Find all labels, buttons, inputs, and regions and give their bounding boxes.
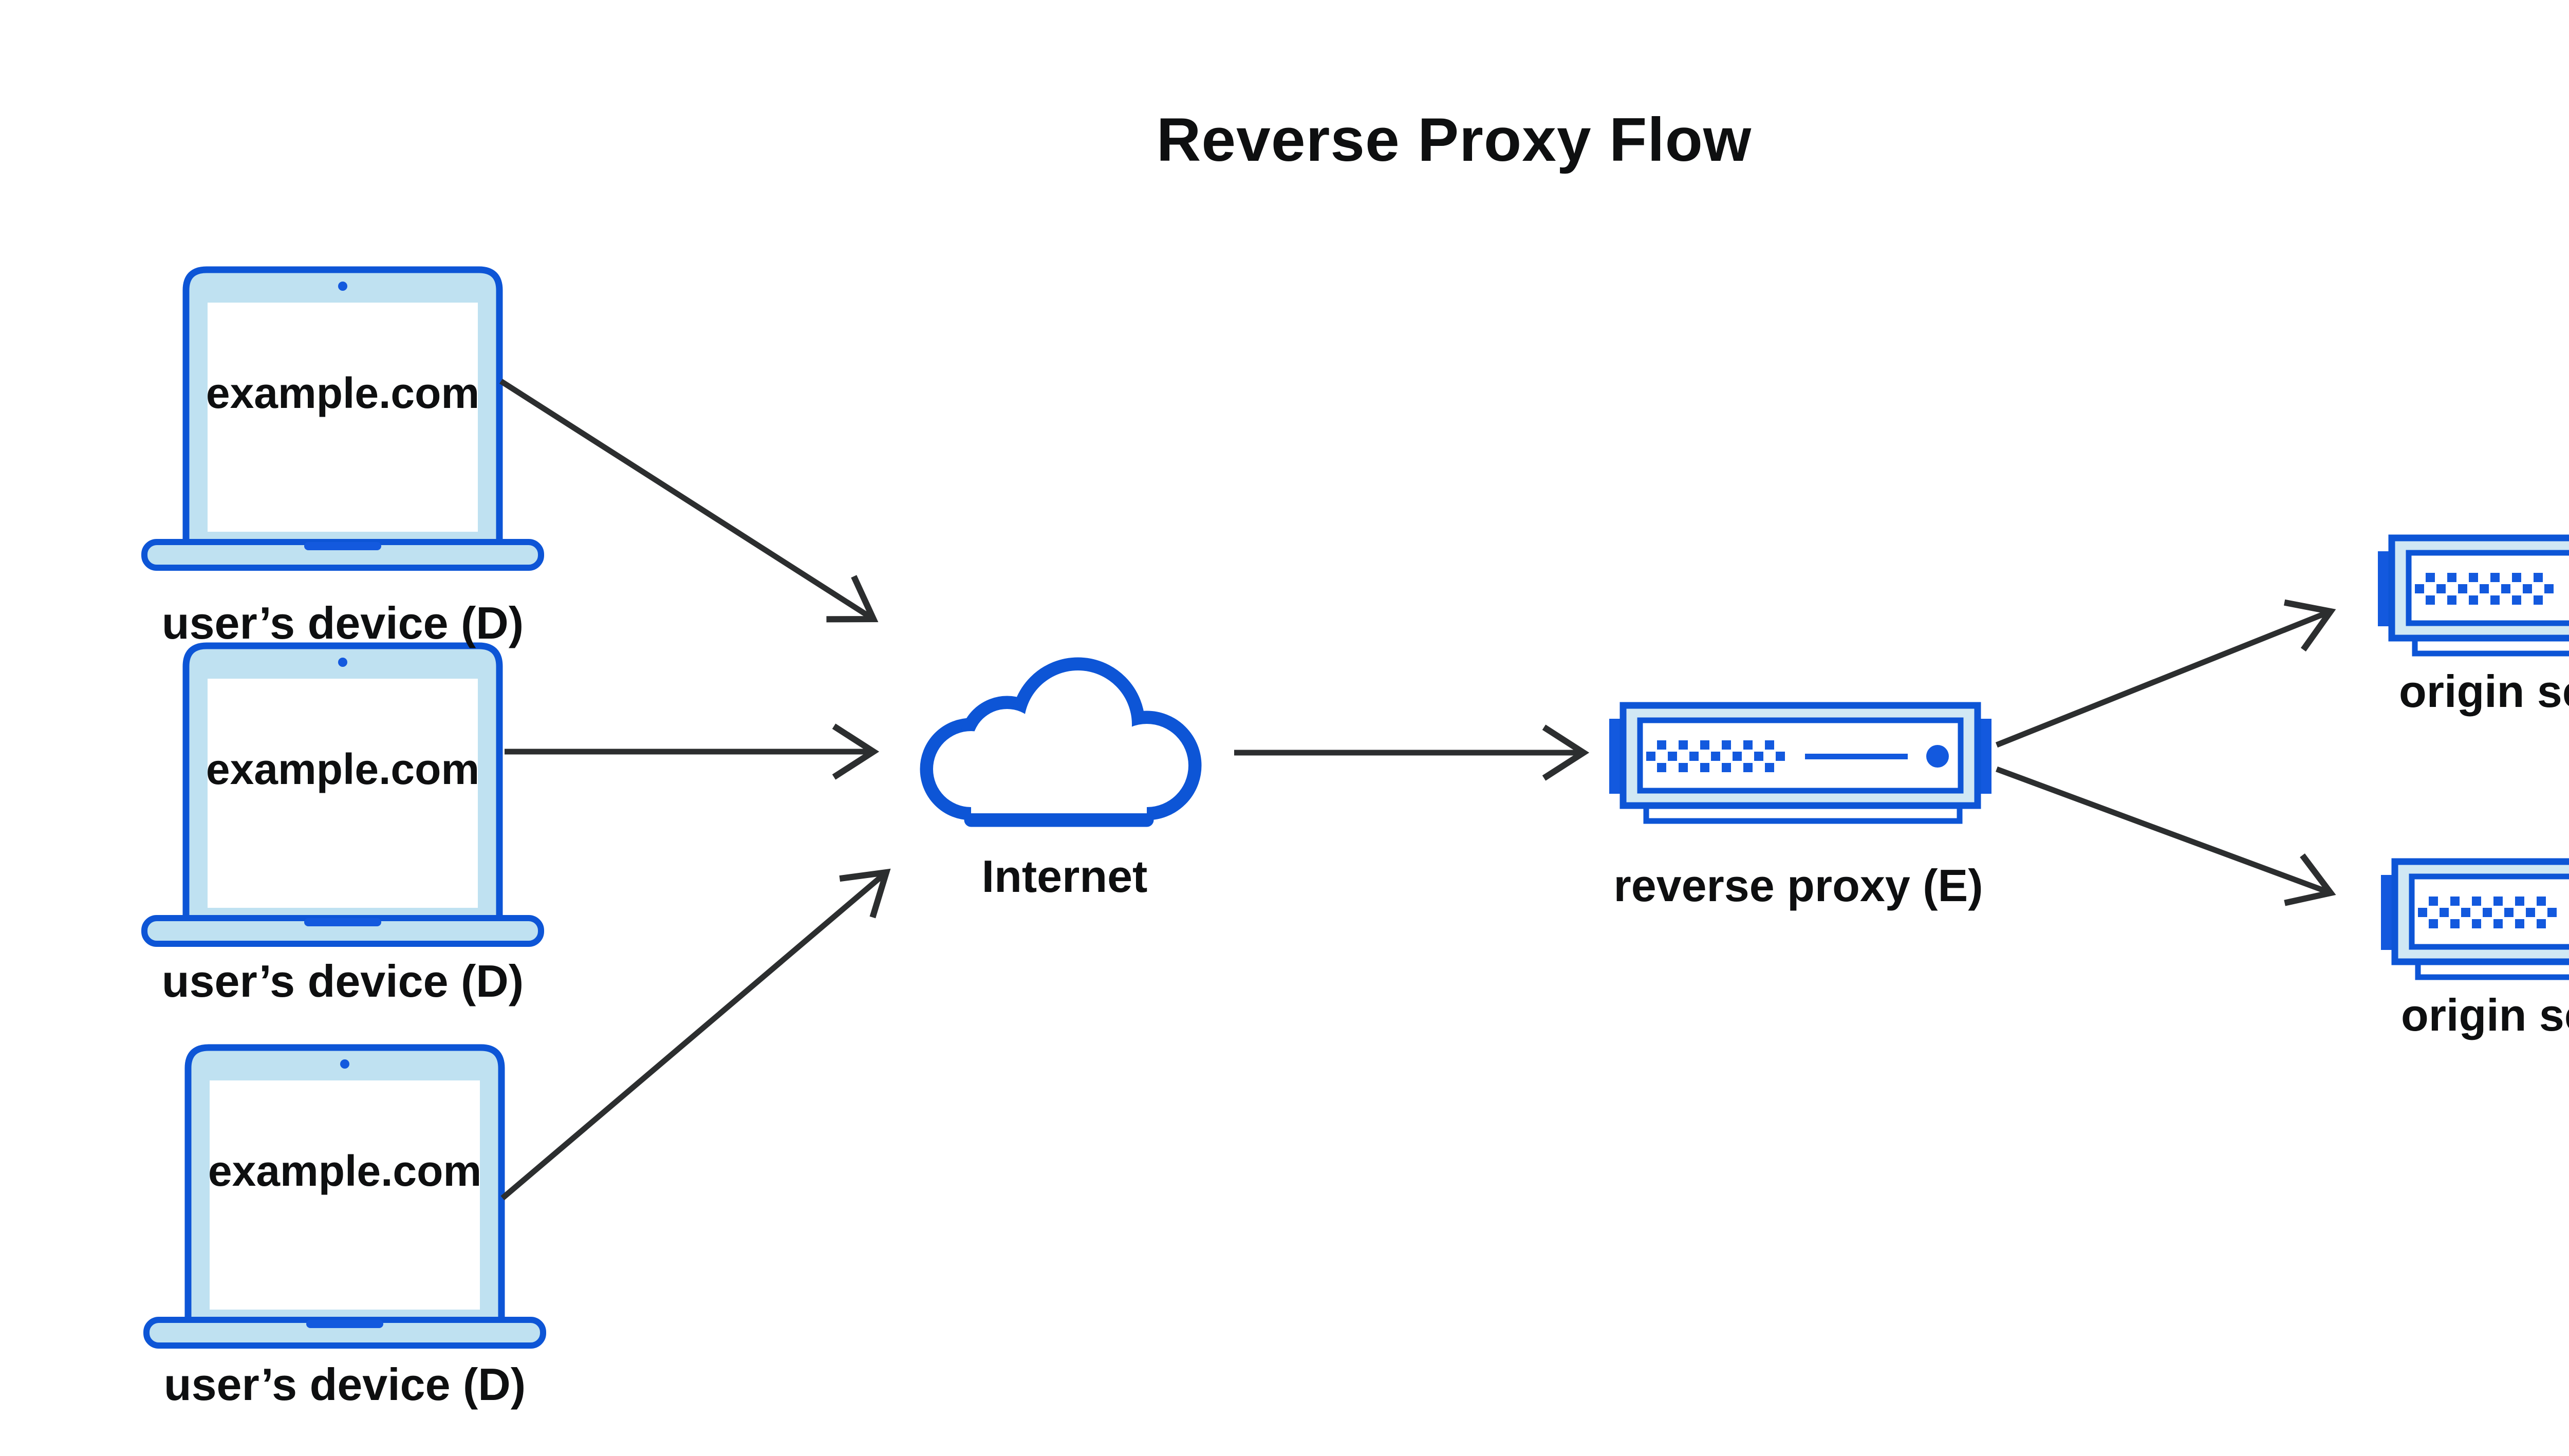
reverse-proxy-label: reverse proxy (E) bbox=[1613, 860, 1983, 911]
origin-server-icon bbox=[2381, 862, 2569, 977]
device2-label: user’s device (D) bbox=[161, 956, 524, 1006]
arrow-device1-to-internet bbox=[499, 379, 879, 623]
internet-label: Internet bbox=[981, 851, 1148, 902]
device1-label: user’s device (D) bbox=[161, 598, 524, 648]
device3-screen-text: example.com bbox=[208, 1147, 482, 1195]
laptop-icon bbox=[144, 646, 541, 944]
internet-cloud-icon bbox=[920, 657, 1202, 827]
diagram-title: Reverse Proxy Flow bbox=[1156, 105, 1752, 174]
arrow-device3-to-internet bbox=[500, 868, 891, 1201]
arrow-proxy-to-origin1 bbox=[1995, 599, 2336, 748]
device2-screen-text: example.com bbox=[206, 745, 480, 793]
arrow-proxy-to-origin2 bbox=[1996, 766, 2336, 906]
laptop-icon bbox=[144, 270, 541, 568]
device3-label: user’s device (D) bbox=[163, 1359, 526, 1410]
laptop-icon bbox=[146, 1048, 543, 1346]
origin-server-icon bbox=[2378, 538, 2569, 654]
device1-screen-text: example.com bbox=[206, 369, 480, 417]
origin-server1-label: origin server (F) bbox=[2399, 666, 2569, 717]
reverse-proxy-server-icon bbox=[1609, 705, 1991, 821]
origin-server2-label: origin server (F) bbox=[2401, 990, 2569, 1040]
